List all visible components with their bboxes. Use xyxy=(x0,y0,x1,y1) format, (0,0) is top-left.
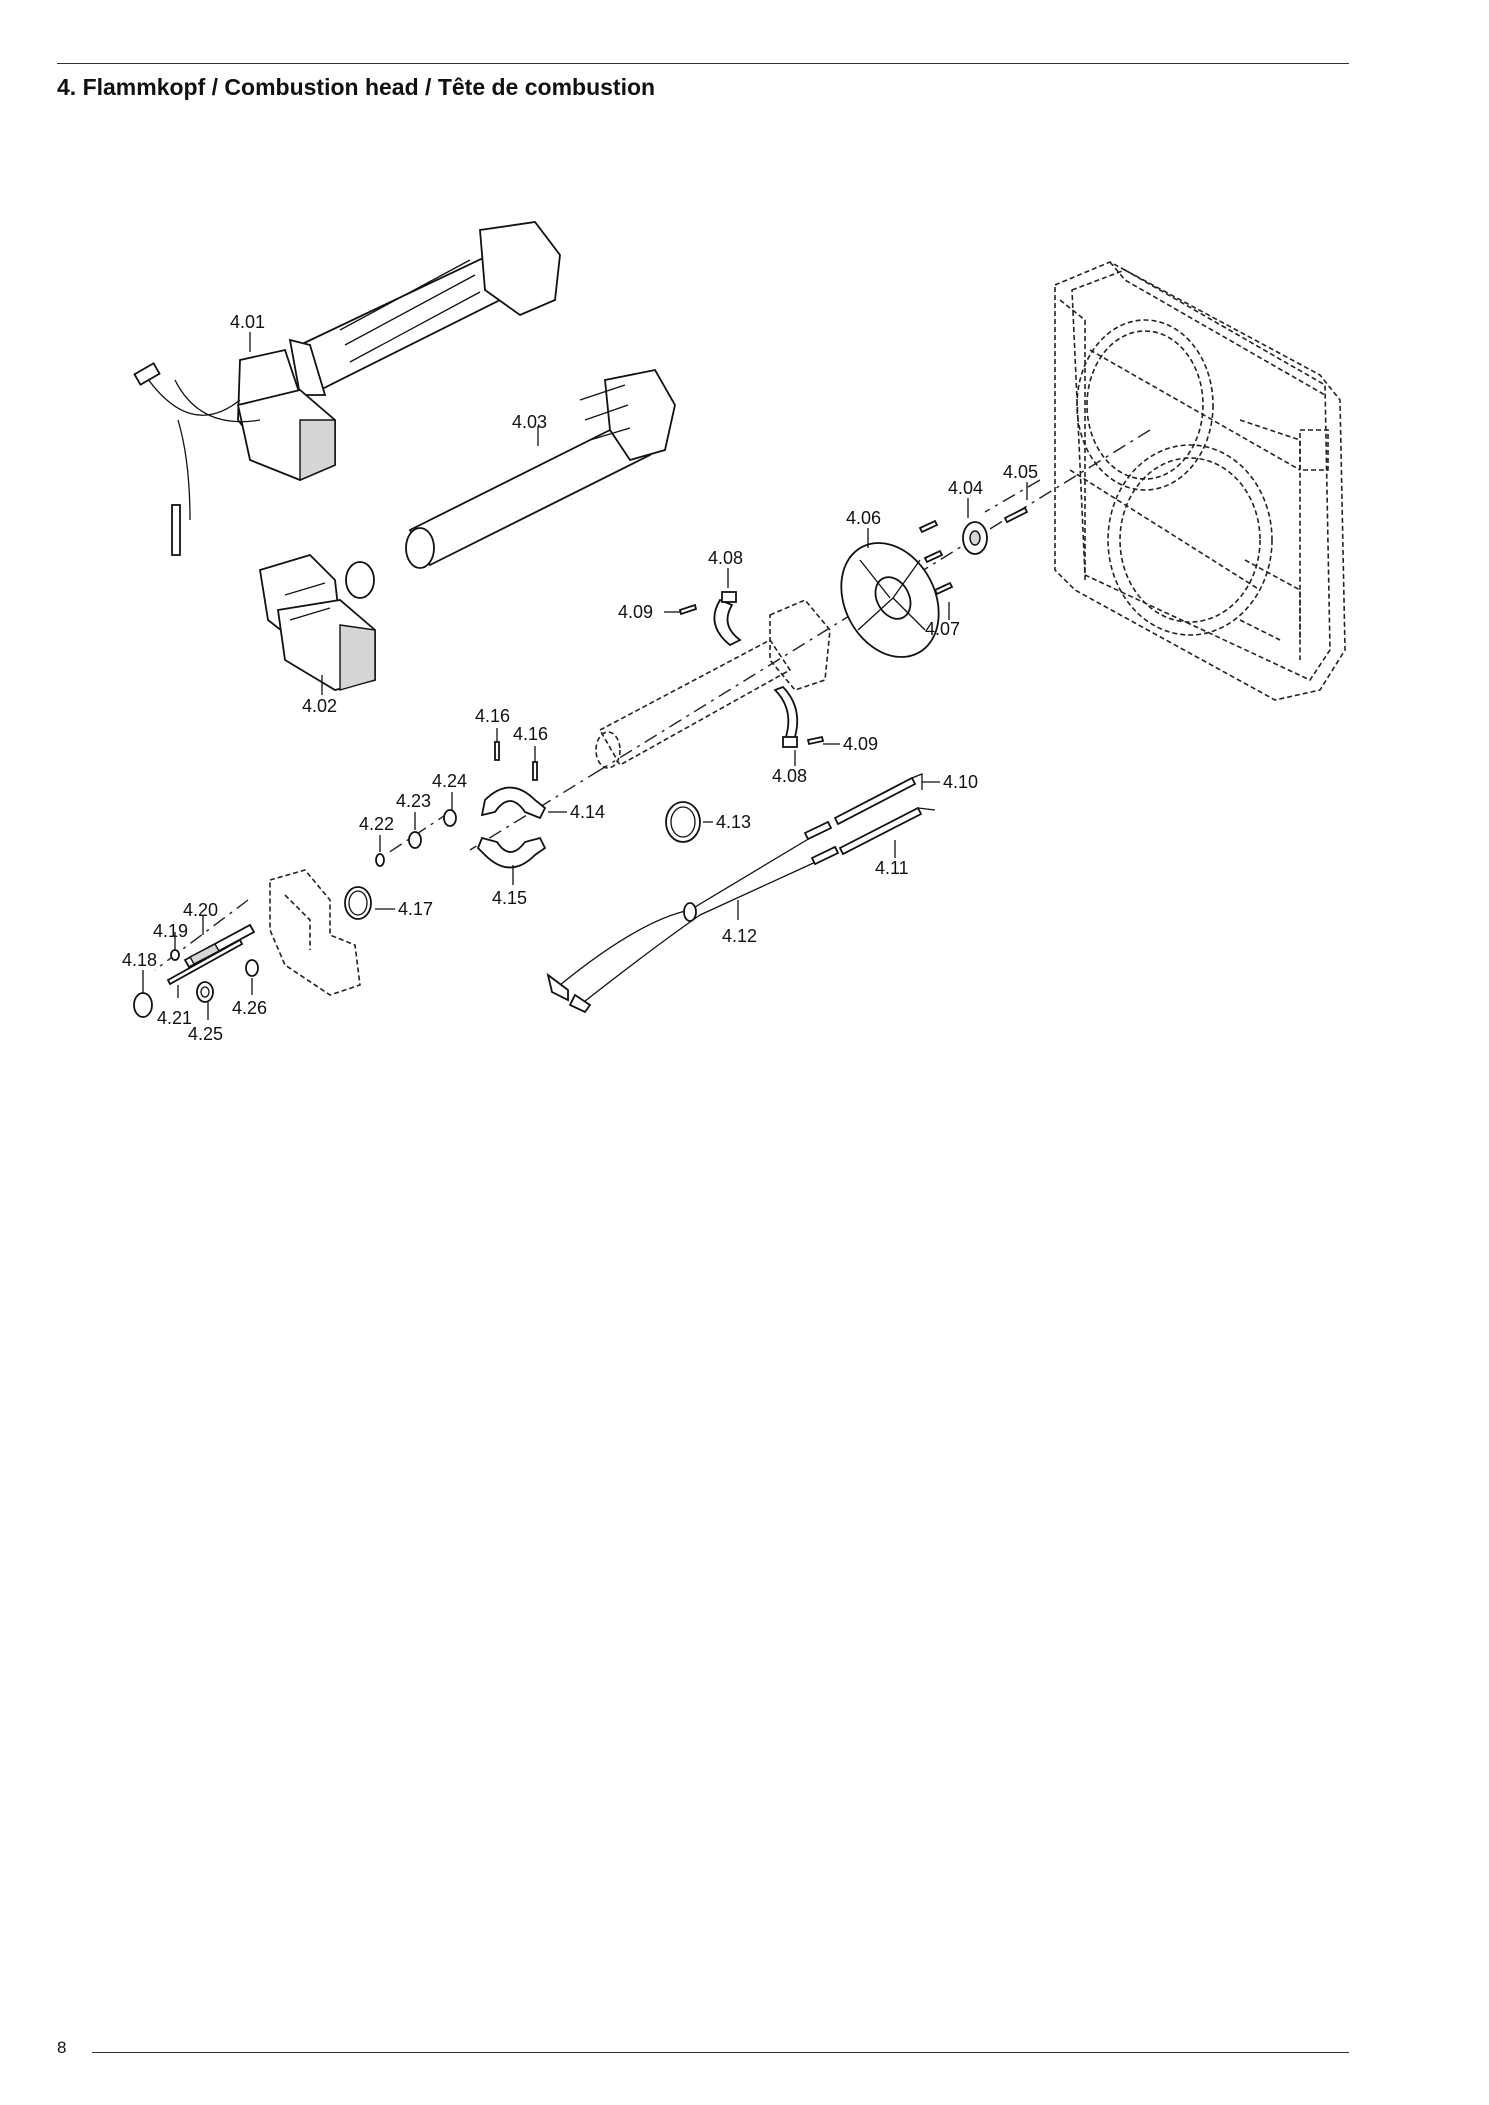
part-4-12-ignition-cable xyxy=(546,820,840,1014)
callout-4-25: 4.25 xyxy=(188,1024,223,1044)
part-4-08-clamp-upper xyxy=(713,591,742,647)
callout-4-09-upper: 4.09 xyxy=(618,602,653,622)
top-rule xyxy=(57,63,1349,64)
part-4-02-housing-assembly xyxy=(258,553,376,691)
part-4-19-pin xyxy=(170,949,180,961)
burner-housing-outline xyxy=(1054,261,1346,701)
page-number: 8 xyxy=(57,2038,67,2057)
callout-4-20: 4.20 xyxy=(183,900,218,920)
part-4-24-nut xyxy=(443,809,457,827)
dashed-lower-housing xyxy=(269,869,361,996)
callout-4-26: 4.26 xyxy=(232,998,267,1018)
callout-4-08-lower: 4.08 xyxy=(772,766,807,786)
dashed-coupling xyxy=(595,599,831,769)
part-4-26-washer xyxy=(245,959,259,977)
part-4-09-screw-upper xyxy=(678,603,698,616)
part-4-10-ignition-electrode xyxy=(833,773,923,826)
part-4-14-clamp-upper xyxy=(480,786,547,820)
callout-4-13: 4.13 xyxy=(716,812,751,832)
callout-4-09-lower: 4.09 xyxy=(843,734,878,754)
callout-4-19: 4.19 xyxy=(153,921,188,941)
callout-4-17: 4.17 xyxy=(398,899,433,919)
callout-4-22: 4.22 xyxy=(359,814,394,834)
callout-4-01: 4.01 xyxy=(230,312,265,332)
callout-4-02: 4.02 xyxy=(302,696,337,716)
callout-4-10: 4.10 xyxy=(943,772,978,792)
part-4-11-ignition-electrode xyxy=(838,806,936,856)
page-title: 4. Flammkopf / Combustion head / Tête de… xyxy=(57,74,656,100)
callout-4-21: 4.21 xyxy=(157,1008,192,1028)
callout-4-15: 4.15 xyxy=(492,888,527,908)
part-4-08-clamp-lower xyxy=(773,685,799,748)
callout-4-08-upper: 4.08 xyxy=(708,548,743,568)
part-4-06-stabiliser-disc xyxy=(840,542,940,658)
part-4-20-adjusting-screw xyxy=(183,923,256,969)
part-4-25-knob xyxy=(196,981,214,1003)
part-4-15-clamp-lower xyxy=(476,836,547,869)
callout-4-11: 4.11 xyxy=(875,858,909,878)
part-4-09-screw-lower xyxy=(806,735,825,746)
callout-4-07: 4.07 xyxy=(925,619,960,639)
part-4-22-washer xyxy=(375,853,385,867)
part-4-16-screws xyxy=(494,741,538,781)
callout-4-12: 4.12 xyxy=(722,926,757,946)
part-4-07-screws xyxy=(918,519,954,596)
part-4-03-blast-tube xyxy=(405,368,676,569)
part-4-01-combustion-head-assembly xyxy=(133,221,561,556)
callout-4-14: 4.14 xyxy=(570,802,605,822)
part-4-21-spindle xyxy=(166,938,244,986)
callout-leaders xyxy=(142,332,1028,1020)
callout-4-24: 4.24 xyxy=(432,771,467,791)
callout-4-04: 4.04 xyxy=(948,478,983,498)
part-4-18-ring xyxy=(133,992,153,1018)
bottom-rule xyxy=(92,2052,1349,2053)
part-4-23-bush xyxy=(408,831,422,849)
callout-4-16-right: 4.16 xyxy=(513,724,548,744)
callout-4-05: 4.05 xyxy=(1003,462,1038,482)
callout-4-06: 4.06 xyxy=(846,508,881,528)
part-4-05-screw xyxy=(1003,506,1029,524)
callout-4-16-left: 4.16 xyxy=(475,706,510,726)
callout-labels: 4.01 4.02 4.03 4.04 4.05 4.06 4.07 4.08 … xyxy=(122,312,1038,1044)
callout-4-03: 4.03 xyxy=(512,412,547,432)
part-4-04-nut xyxy=(962,521,988,555)
part-4-17-o-ring xyxy=(344,886,372,920)
callout-4-18: 4.18 xyxy=(122,950,157,970)
part-4-13-clip xyxy=(665,801,701,843)
callout-4-23: 4.23 xyxy=(396,791,431,811)
